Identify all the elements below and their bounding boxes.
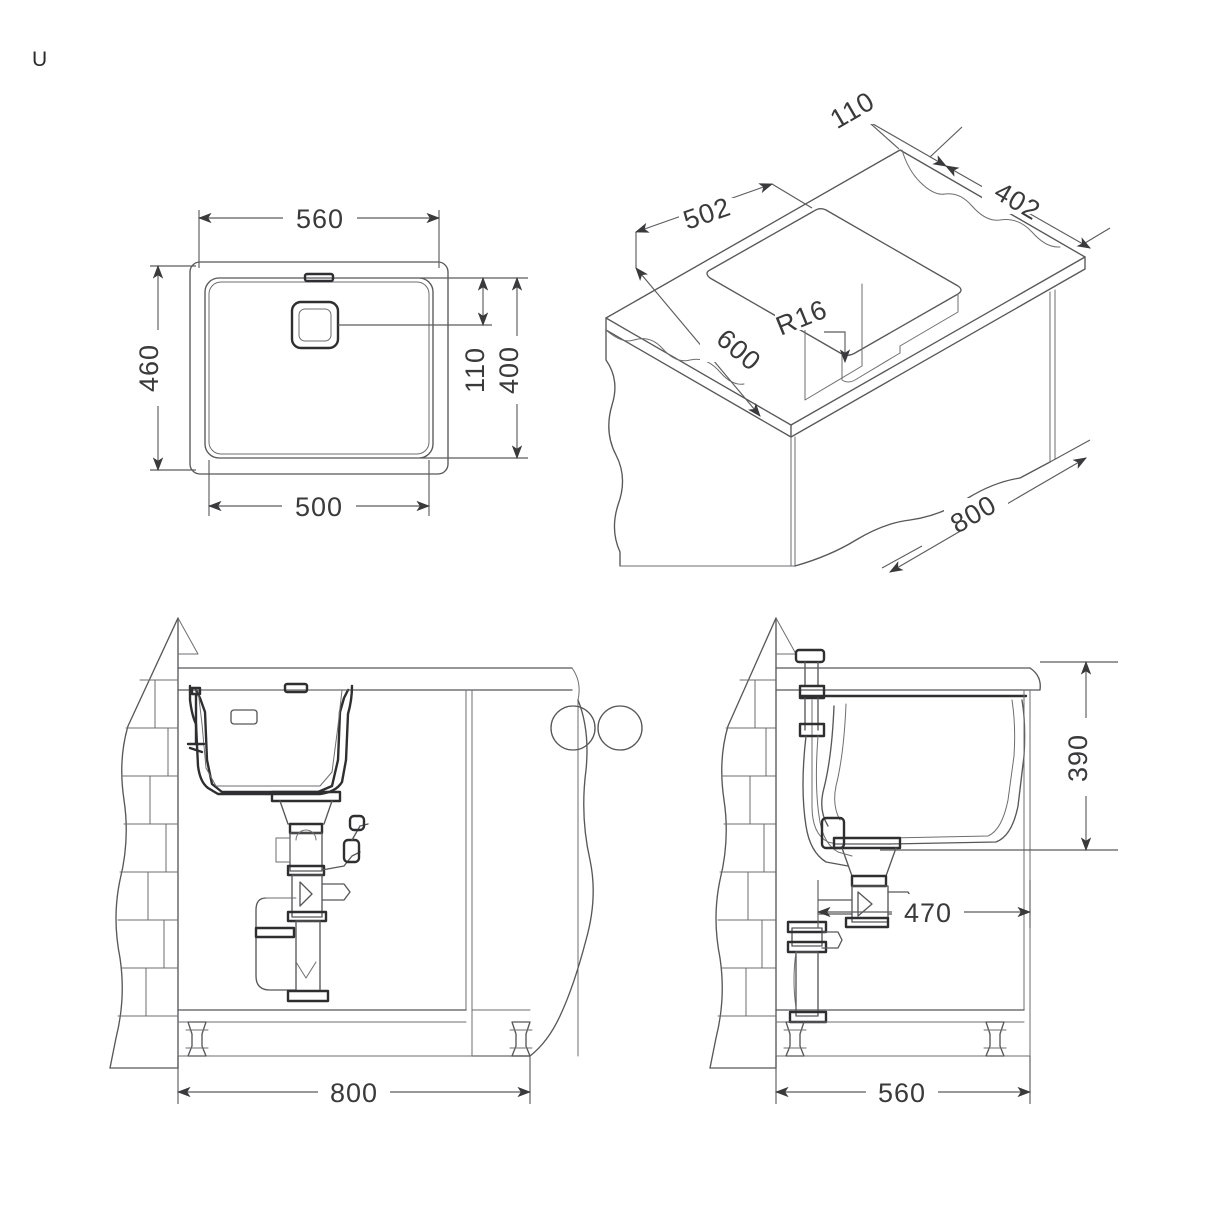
iso-cabinet-left-break [605,329,624,567]
iso-dim-402: 402 [945,165,1111,249]
plan-drain-inner [298,308,332,342]
side-dim-470-label: 470 [904,898,952,928]
iso-dim-r16-label: R16 [772,294,832,341]
iso-dim-800-label: 800 [945,489,1002,539]
plan-overflow-slot [303,272,335,283]
front-cabinet-right-break [471,699,594,1057]
side-worktop-edge [1029,667,1041,691]
plan-dim-460-label: 460 [134,344,164,392]
sheet-corner-label: U [32,48,48,71]
side-basin-right-wall [889,699,1026,845]
side-dim-560: 560 [774,1056,1032,1108]
front-knockout-hole-1 [550,705,596,751]
plan-dim-560: 560 [197,200,441,268]
plan-dim-400: 400 [420,276,534,460]
front-waste-strainer [270,790,342,835]
plan-dim-400-label: 400 [494,346,524,394]
iso-cutout-outline [706,208,962,356]
iso-bowl-bottom-edge [841,352,901,383]
plan-dim-110-label: 110 [460,347,490,393]
front-worktop-right-break-top [571,667,580,1057]
front-trap-assembly [254,814,369,1003]
front-top-slot [283,682,309,694]
front-basin-interior [197,689,343,787]
plan-bowl-inner-outline [208,281,430,455]
plan-dim-500: 500 [207,460,431,522]
front-basin-left-wall [194,688,350,794]
plan-bowl-outline [204,277,434,459]
front-dim-800-label: 800 [330,1078,378,1108]
iso-worktop-front-edge [605,317,792,438]
side-foot-left [783,1021,807,1057]
plan-dim-110: 110 [338,276,528,404]
iso-cabinet-bottom-break [794,461,1051,567]
iso-dim-800: 800 [881,439,1091,573]
plan-sink-outer-outline [189,261,449,475]
iso-dim-600-label: 600 [711,323,767,377]
iso-dim-110-label: 110 [825,86,880,135]
side-section-wall [709,617,797,1069]
wall-break-line [109,617,179,1069]
side-waste-strainer [832,836,902,888]
front-overflow-outlet [230,709,258,725]
side-basin-right-inner [889,699,1016,839]
side-dim-390: 390 [880,660,1118,852]
iso-bowl-corner-edge [804,283,863,401]
iso-dim-r16: R16 [772,294,851,364]
isometric-view: 110 402 502 600 [605,86,1111,573]
iso-dim-600: 600 [635,232,767,417]
side-overflow-hose [794,648,853,867]
side-dim-390-label: 390 [1063,734,1093,782]
plan-dim-460: 460 [134,264,196,472]
side-foot-right [983,1021,1007,1057]
plan-view: 560 460 500 [134,200,534,522]
front-section-view: 800 [109,617,643,1108]
iso-bowl-right-inner [899,293,959,354]
side-wall-break-line [709,617,777,1069]
front-wall-bracket [186,686,206,754]
plan-dim-500-label: 500 [295,492,343,522]
side-section-view: 390 470 560 [709,617,1118,1108]
front-sink-basin [188,682,354,796]
side-dim-470: 470 [816,880,1032,928]
front-foot-left [185,1021,209,1057]
front-knockout-hole-2 [597,705,643,751]
front-section-wall [109,617,199,1069]
plan-dim-560-label: 560 [296,204,344,234]
front-dim-800: 800 [176,1056,532,1108]
front-basin-shell [188,684,354,796]
iso-worktop-right-edge [790,256,1086,438]
side-dim-560-label: 560 [878,1078,926,1108]
front-foot-right [509,1021,533,1057]
